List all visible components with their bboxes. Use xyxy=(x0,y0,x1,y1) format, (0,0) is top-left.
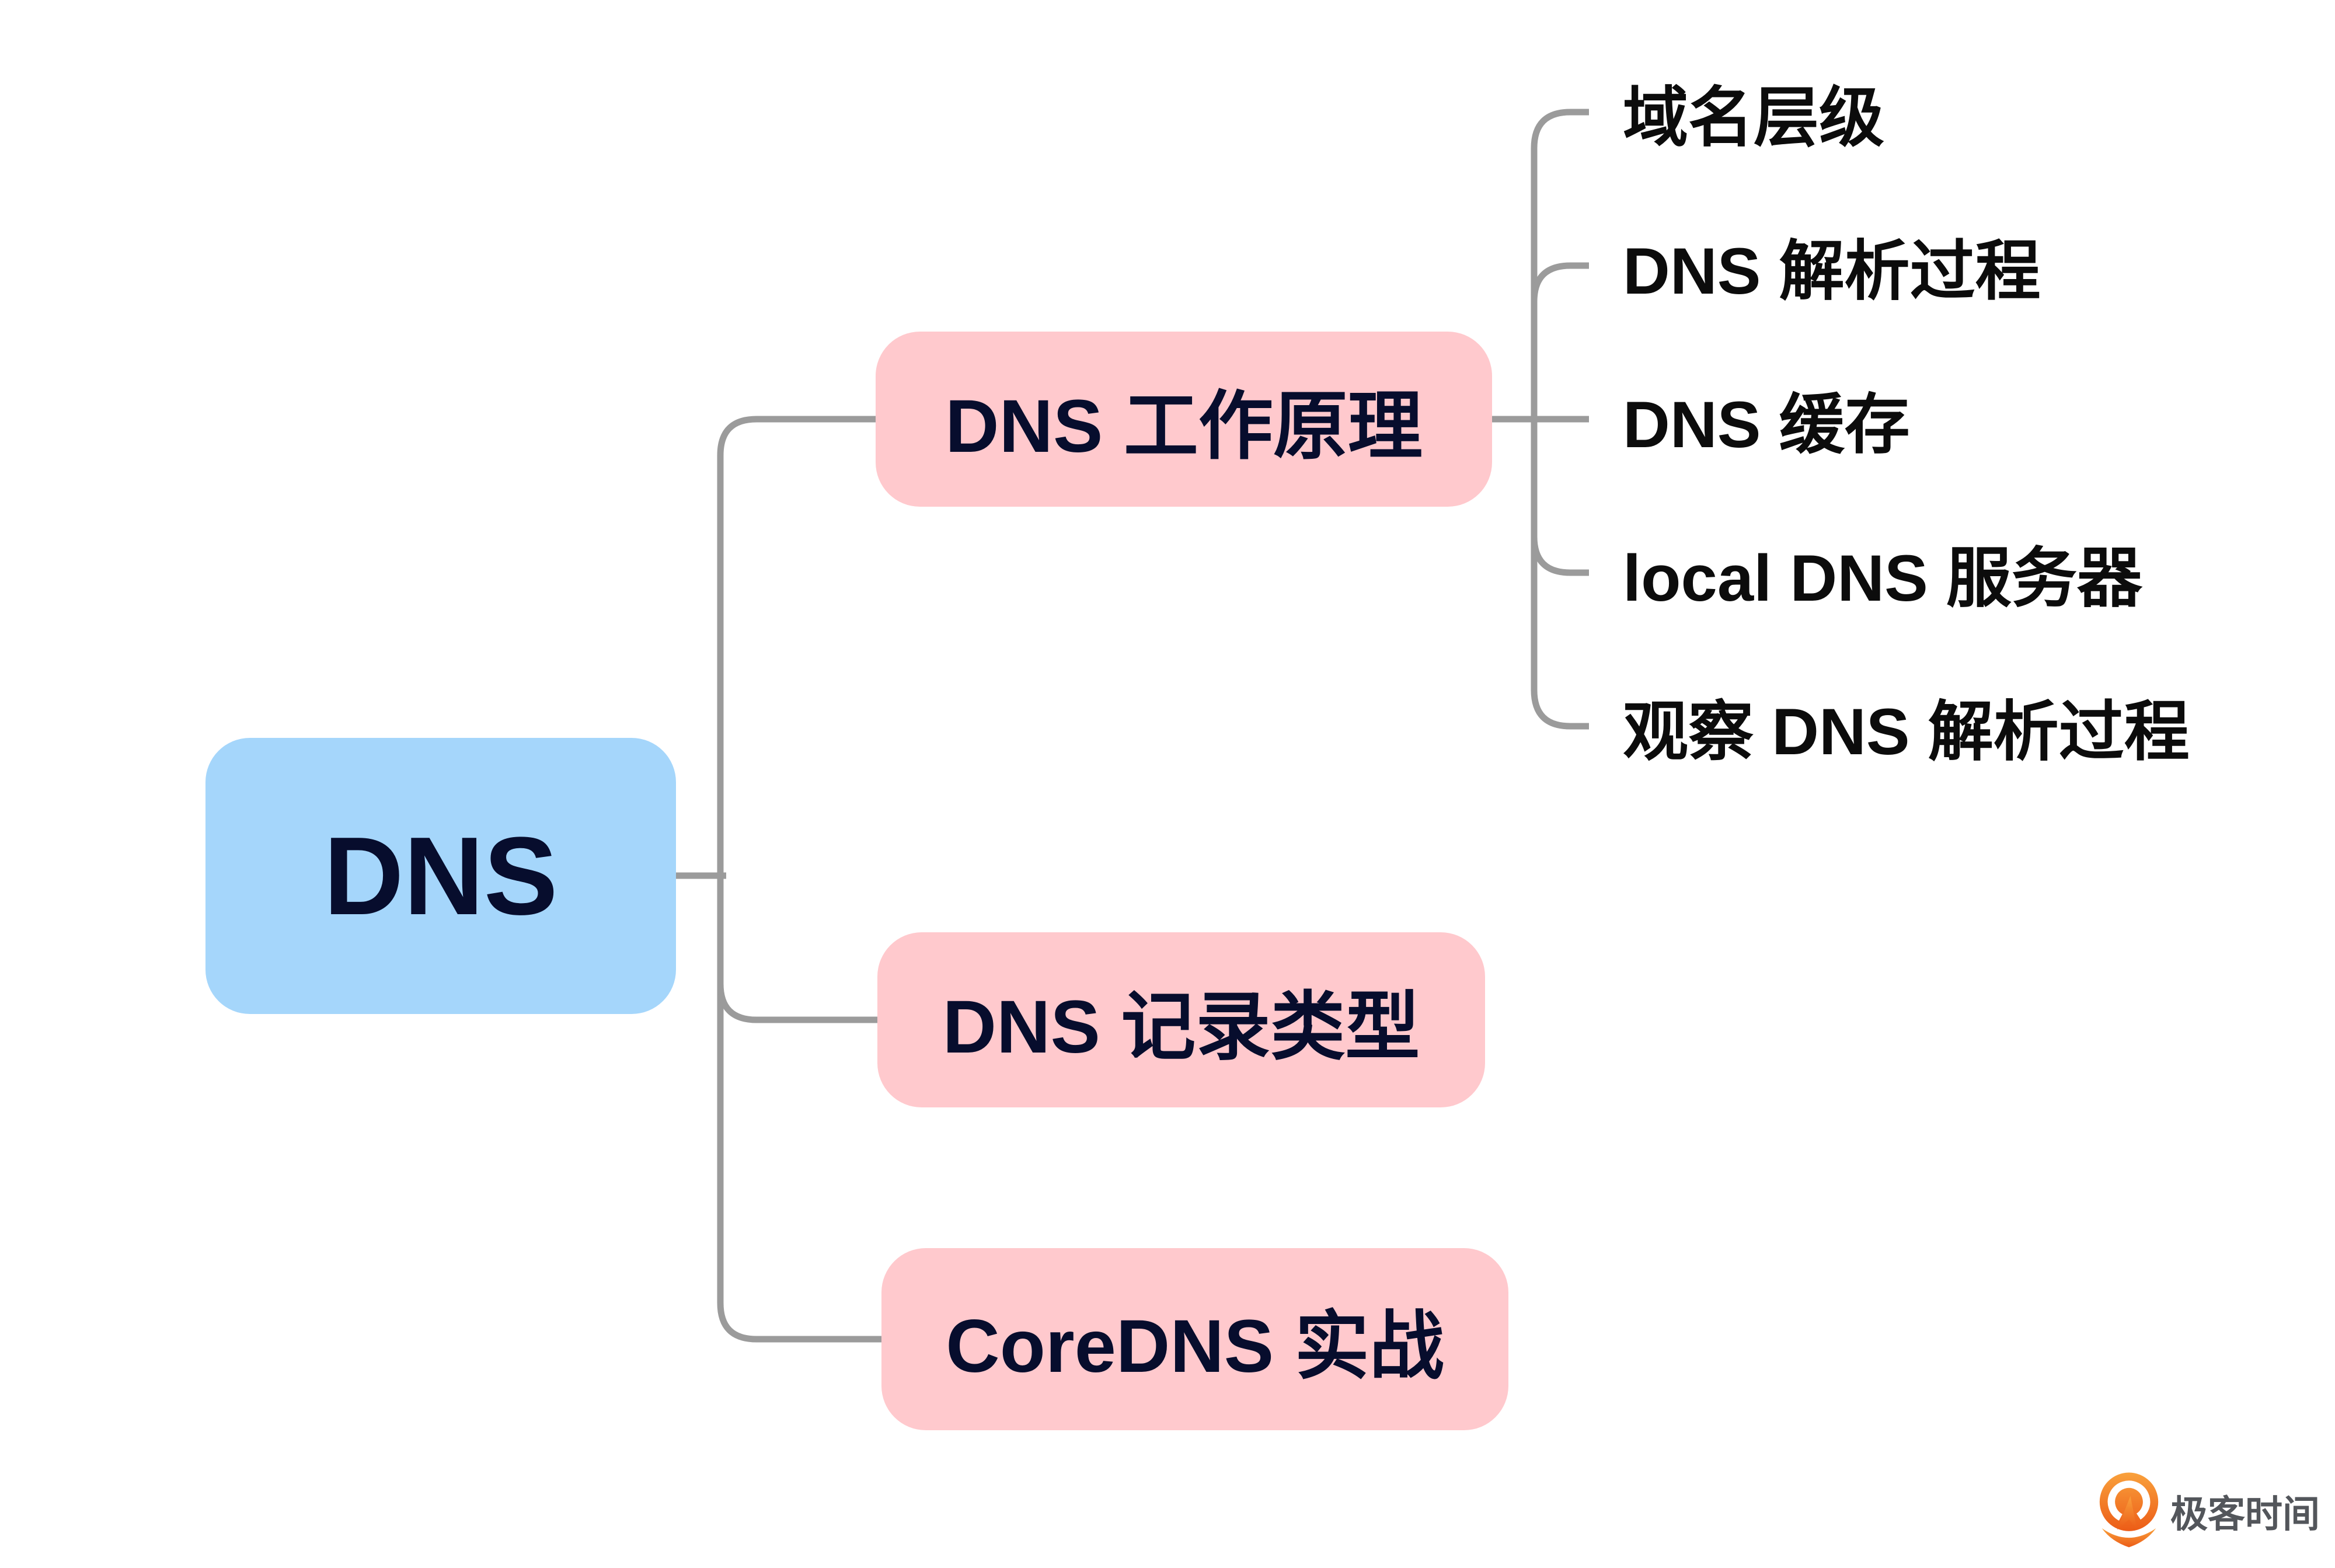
leaf-label: DNS 缓存 xyxy=(1623,388,1910,461)
leaf-dns-resolution-process[interactable]: DNS 解析过程 xyxy=(1623,222,2041,309)
geektime-logo: 极客时间 xyxy=(2092,1471,2320,1552)
leaf-label: DNS 解析过程 xyxy=(1623,235,2041,308)
leaf-local-dns-server[interactable]: local DNS 服务器 xyxy=(1623,529,2142,616)
leaf-domain-hierarchy[interactable]: 域名层级 xyxy=(1623,68,1884,156)
leaf-dns-cache[interactable]: DNS 缓存 xyxy=(1623,375,1910,463)
node-root-label: DNS xyxy=(323,814,558,938)
connector-right-trunk xyxy=(1531,109,1589,730)
connector-leaf-dns-resolution xyxy=(1531,262,1589,302)
branch-node-label: DNS 工作原理 xyxy=(945,384,1423,468)
node-dns-working-principle[interactable]: DNS 工作原理 xyxy=(876,332,1492,507)
node-coredns-practice[interactable]: CoreDNS 实战 xyxy=(881,1248,1508,1430)
branch-node-label: DNS 记录类型 xyxy=(942,985,1420,1069)
leaf-observe-dns-resolution[interactable]: 观察 DNS 解析过程 xyxy=(1623,682,2190,770)
geektime-brand-label: 极客时间 xyxy=(2170,1493,2320,1535)
branch-node-label: CoreDNS 实战 xyxy=(946,1304,1444,1388)
connector-branch-record-types xyxy=(717,983,879,1023)
node-dns-record-types[interactable]: DNS 记录类型 xyxy=(877,932,1485,1107)
leaf-label: 域名层级 xyxy=(1623,81,1884,154)
geektime-pin-icon xyxy=(2099,1472,2159,1548)
leaf-label: 观察 DNS 解析过程 xyxy=(1623,695,2190,768)
node-root-dns[interactable]: DNS xyxy=(205,738,676,1014)
connector-left-trunk xyxy=(717,416,883,1343)
leaf-label: local DNS 服务器 xyxy=(1623,542,2142,615)
connector-leaf-local-dns xyxy=(1531,536,1589,576)
